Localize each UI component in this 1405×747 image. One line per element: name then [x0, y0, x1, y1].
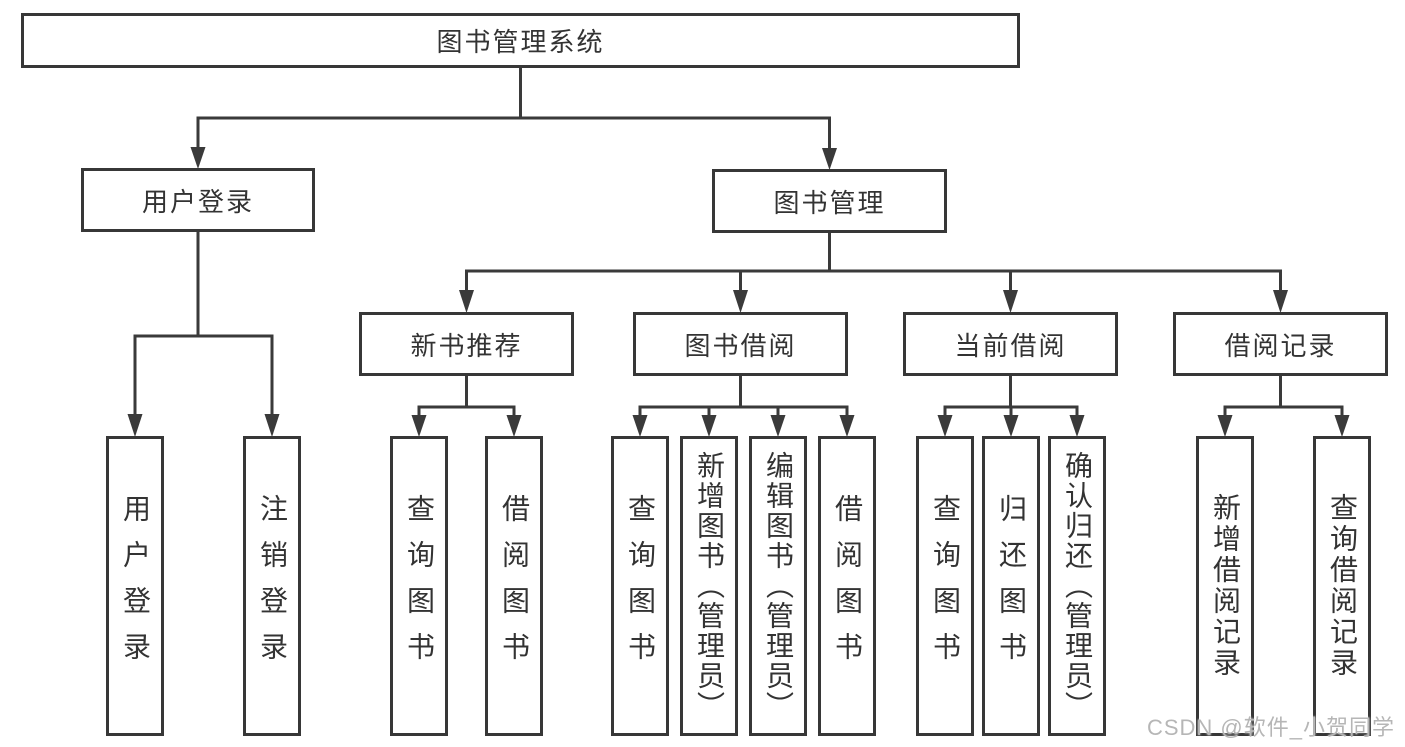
leaf-records-add-record-label: 新增借阅记录: [1210, 493, 1241, 679]
leaf-current-confirm-return-admin-label: 确认归还（管理员）: [1062, 451, 1093, 721]
leaf-recommend-borrow-books: 借阅图书: [485, 436, 543, 736]
node-borrowing-records: 借阅记录: [1173, 312, 1388, 376]
node-book-management: 图书管理: [712, 169, 947, 233]
leaf-user-login: 用户登录: [106, 436, 164, 736]
leaf-borrowing-edit-books-admin-label: 编辑图书（管理员）: [763, 451, 794, 721]
leaf-user-login-label: 用户登录: [120, 494, 151, 678]
leaf-records-add-record: 新增借阅记录: [1196, 436, 1254, 736]
leaf-borrowing-add-books-admin: 新增图书（管理员）: [680, 436, 738, 736]
watermark: CSDN @软件_小贺同学: [1146, 715, 1395, 740]
leaf-current-return-books: 归还图书: [982, 436, 1040, 736]
node-root-label: 图书管理系统: [436, 27, 605, 57]
leaf-current-query-books: 查询图书: [916, 436, 974, 736]
node-current-borrowing-label: 当前借阅: [954, 330, 1067, 361]
leaf-recommend-query-books-label: 查询图书: [404, 494, 435, 678]
node-new-book-recommendation: 新书推荐: [359, 312, 574, 376]
leaf-current-return-books-label: 归还图书: [996, 494, 1027, 678]
leaf-borrowing-borrow-books-label: 借阅图书: [832, 494, 863, 678]
leaf-borrowing-query-books: 查询图书: [611, 436, 669, 736]
leaf-current-confirm-return-admin: 确认归还（管理员）: [1048, 436, 1106, 736]
leaf-borrowing-query-books-label: 查询图书: [625, 494, 656, 678]
leaf-logout: 注销登录: [243, 436, 301, 736]
node-root: 图书管理系统: [21, 13, 1020, 68]
node-book-borrowing-label: 图书借阅: [684, 330, 797, 361]
leaf-recommend-query-books: 查询图书: [390, 436, 448, 736]
node-book-management-label: 图书管理: [773, 187, 886, 218]
leaf-borrowing-add-books-admin-label: 新增图书（管理员）: [694, 451, 725, 721]
leaf-recommend-borrow-books-label: 借阅图书: [499, 494, 530, 678]
leaf-borrowing-borrow-books: 借阅图书: [818, 436, 876, 736]
node-user-login: 用户登录: [81, 168, 315, 232]
leaf-records-query-record-label: 查询借阅记录: [1327, 493, 1358, 679]
node-book-borrowing: 图书借阅: [633, 312, 848, 376]
leaf-borrowing-edit-books-admin: 编辑图书（管理员）: [749, 436, 807, 736]
leaf-current-query-books-label: 查询图书: [930, 494, 961, 678]
node-current-borrowing: 当前借阅: [903, 312, 1118, 376]
node-borrowing-records-label: 借阅记录: [1224, 330, 1337, 361]
node-user-login-label: 用户登录: [141, 186, 254, 217]
node-new-book-recommendation-label: 新书推荐: [410, 330, 523, 361]
leaf-logout-label: 注销登录: [257, 494, 288, 678]
leaf-records-query-record: 查询借阅记录: [1313, 436, 1371, 736]
